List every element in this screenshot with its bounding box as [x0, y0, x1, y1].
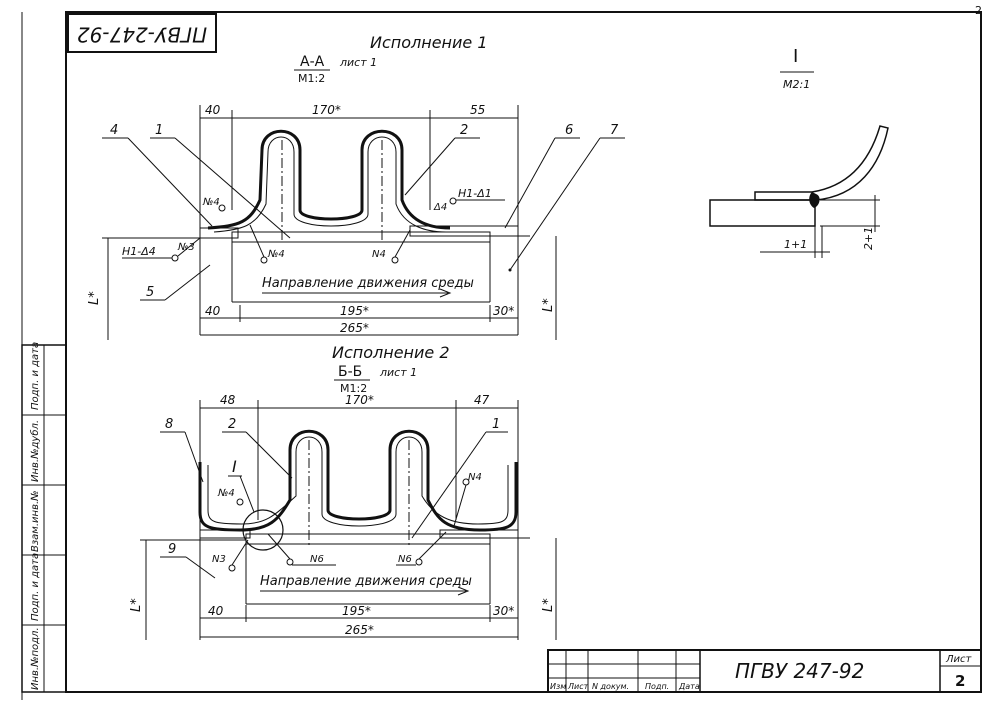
view2-scale: М1:2 — [340, 382, 367, 395]
tb-col-date: Дата — [678, 682, 700, 691]
view2-detail-circle — [242, 509, 284, 551]
view1-dim-55: 55 — [470, 103, 485, 117]
view2-weld-top-left: №4 — [217, 488, 235, 499]
detail-view: I М2:1 2+1 1+1 — [709, 46, 889, 258]
view1-weld-right-n: Δ4 — [433, 202, 447, 213]
view1-callout-1: 1 — [155, 123, 163, 138]
view2-detail-mark: I — [232, 457, 237, 476]
view2-dim-47: 47 — [474, 393, 490, 407]
view2-weld-center-right: N6 — [398, 554, 412, 565]
view2-dim-48: 48 — [220, 393, 236, 407]
view2-callout-9: 9 — [168, 542, 176, 557]
view1-section: А-А — [300, 54, 325, 70]
view2-callout-1: 1 — [492, 417, 500, 432]
detail-bellows-wall — [754, 125, 889, 201]
view2-weld-right: N4 — [468, 472, 482, 483]
view1-dim-265: 265* — [340, 321, 369, 335]
view1-callout-2: 2 — [460, 123, 468, 138]
stamp-replace-inv: Взам.инв.№ — [30, 490, 41, 552]
view1-bellows — [207, 129, 451, 230]
stamp-sign-date: Подп. и дата — [30, 553, 41, 621]
tb-col-change: Изм — [550, 682, 566, 691]
view1-dim-195: 195* — [340, 304, 369, 318]
stamp-sign-date-top: Подп. и дата — [30, 342, 41, 410]
view2-weld-center-left: N6 — [310, 554, 324, 565]
view2-sheet-ref: лист 1 — [379, 366, 417, 379]
view1-scale: М1:2 — [298, 72, 325, 85]
view1-dim-40-bottom: 40 — [205, 304, 221, 318]
tb-sheet-number: 2 — [955, 672, 965, 690]
detail-mark: I — [793, 46, 798, 67]
code-box — [67, 13, 217, 53]
view2-dim-170: 170* — [345, 393, 374, 407]
view1-callout-4: 4 — [110, 123, 118, 138]
sheet-border — [65, 11, 982, 693]
view2-weld-left: N3 — [212, 554, 226, 565]
view1-execution-1: Исполнение 1 А-А лист 1 М1:2 40 170* 55 … — [87, 33, 625, 340]
side-stamps: Подп. и дата Инв.№дубл. Взам.инв.№ Подп.… — [21, 342, 67, 693]
view2-flow-text: Направление движения среды — [260, 574, 472, 589]
view1-callout-7: 7 — [610, 123, 619, 138]
view1-weld-center-left: №4 — [267, 249, 285, 260]
view1-dim-30: 30* — [493, 304, 514, 318]
view2-pipe-wall — [245, 533, 491, 545]
corner-number: 2 — [975, 4, 982, 17]
view1-title: Исполнение 1 — [370, 33, 488, 52]
view1-weld-left-n: №3 — [177, 242, 195, 253]
title-block: Изм Лист N докум. Подп. Дата ПГВУ 247-92… — [547, 649, 982, 693]
view2-section: Б-Б — [338, 364, 362, 380]
view1-weld-center-right: N4 — [372, 249, 386, 260]
view2-callout-2: 2 — [228, 417, 236, 432]
view1-length-right: L* — [541, 298, 556, 312]
tb-col-sign: Подп. — [645, 682, 669, 691]
view2-bellows — [198, 429, 518, 532]
view1-weld-left: Н1-Δ4 — [122, 245, 156, 258]
view1-weld-top-left: №4 — [202, 197, 220, 208]
view2-title: Исполнение 2 — [332, 343, 450, 362]
view2-execution-2: Исполнение 2 Б-Б лист 1 М1:2 48 170* 47 … — [129, 343, 557, 640]
detail-pipe-section — [709, 199, 816, 227]
view2-dim-195: 195* — [342, 604, 371, 618]
view1-flow-text: Направление движения среды — [262, 276, 474, 291]
view1-length-left: L* — [87, 291, 102, 305]
detail-scale: М2:1 — [783, 78, 810, 91]
view2-dim-30: 30* — [493, 604, 514, 618]
detail-dim-horizontal: 1+1 — [784, 238, 807, 251]
view1-sheet-ref: лист 1 — [339, 56, 377, 69]
view2-length-left: L* — [129, 598, 144, 612]
rotated-code: ПГВУ-247-92 — [77, 23, 207, 47]
view1-dim-40-top: 40 — [205, 103, 221, 117]
detail-dim-vertical: 2+1 — [862, 227, 875, 250]
view2-dim-40-bottom: 40 — [208, 604, 224, 618]
view1-weld-right: Н1-Δ1 — [458, 187, 492, 200]
view1-callout-5: 5 — [146, 285, 154, 300]
tb-sheet-label: Лист — [945, 654, 973, 665]
tb-drawing-code: ПГВУ 247-92 — [735, 659, 864, 683]
stamp-orig-inv: Инв.№подл. — [30, 627, 41, 690]
tb-col-docnum: N докум. — [592, 682, 629, 691]
view2-length-right: L* — [541, 598, 556, 612]
view1-callout-6: 6 — [565, 123, 573, 138]
view1-pipe-wall — [231, 231, 491, 243]
view1-dim-170: 170* — [312, 103, 341, 117]
view2-dim-265: 265* — [345, 623, 374, 637]
tb-col-sheet: Лист — [567, 682, 589, 691]
stamp-dup-inv: Инв.№дубл. — [29, 420, 41, 482]
view2-callout-8: 8 — [165, 417, 173, 432]
